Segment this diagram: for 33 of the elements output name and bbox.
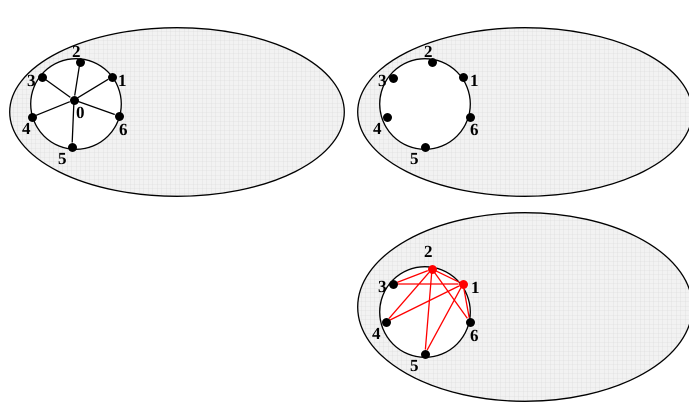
edge-line xyxy=(424,273,432,350)
edge-line xyxy=(36,101,70,116)
edge-line xyxy=(434,272,468,319)
edge-line xyxy=(426,288,462,350)
vertex-number: 5 xyxy=(410,357,418,374)
vertex-number: 6 xyxy=(119,121,128,138)
vertex-number: 6 xyxy=(470,327,478,344)
edge-line xyxy=(436,270,460,283)
vertex-number: 4 xyxy=(22,120,30,137)
edge-line xyxy=(396,270,428,283)
vertex-number: 4 xyxy=(373,120,382,137)
edge-line xyxy=(78,78,108,98)
edge-line xyxy=(72,104,74,143)
vertex-number: 1 xyxy=(118,72,126,89)
edge-line xyxy=(388,272,430,320)
vertex-number: 2 xyxy=(72,43,80,60)
edge-line xyxy=(78,100,115,116)
vertex-number: 4 xyxy=(372,325,380,342)
edge-line xyxy=(463,288,470,318)
vertex-number: 5 xyxy=(410,150,418,167)
vertex-number: 1 xyxy=(470,72,478,89)
vertex-number: 6 xyxy=(470,121,478,138)
vertex-number: 5 xyxy=(58,150,66,167)
vertex-number: 1 xyxy=(471,279,480,296)
vertex-number: 2 xyxy=(424,243,432,260)
edge-line xyxy=(45,79,71,98)
grid-ellipse xyxy=(9,27,345,197)
vertex-number: 2 xyxy=(424,43,432,60)
edge-line xyxy=(390,285,460,321)
vertex-number: 3 xyxy=(27,72,36,89)
edge-line xyxy=(398,283,458,285)
vertex-number: 0 xyxy=(76,104,84,121)
edge-line xyxy=(74,66,80,96)
